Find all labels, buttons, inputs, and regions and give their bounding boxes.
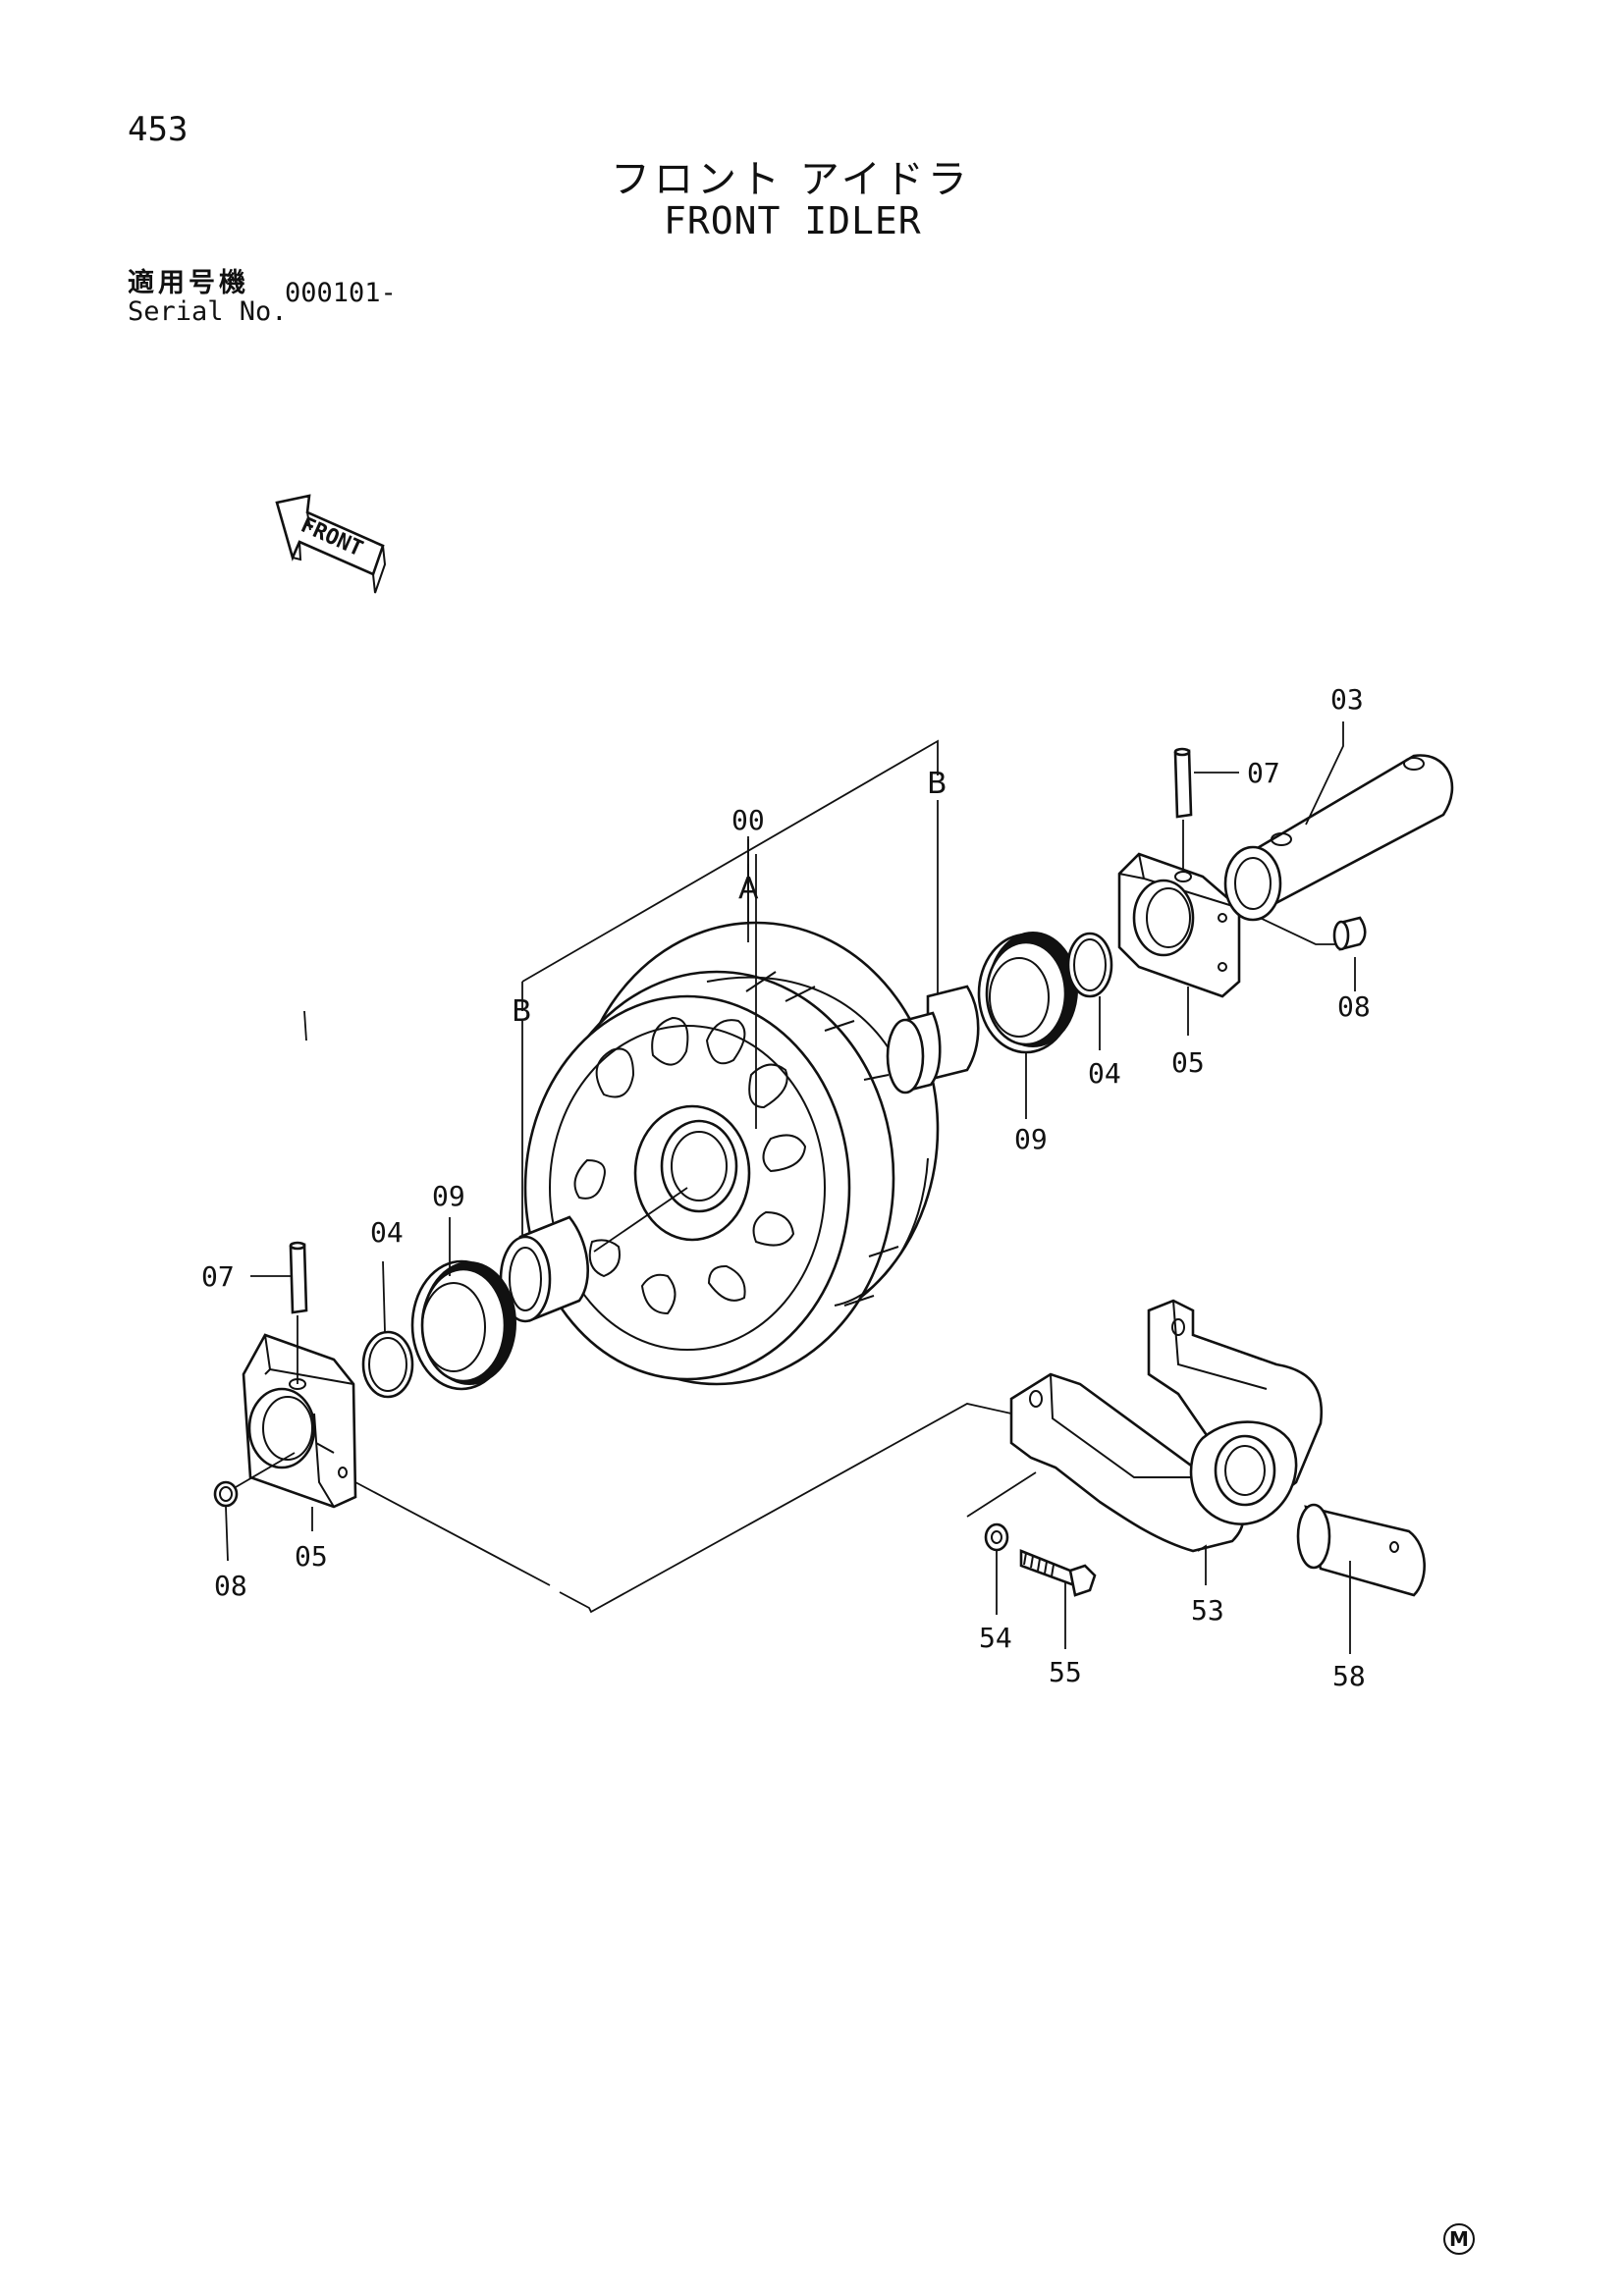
bracket-right	[1117, 852, 1241, 998]
plug-right	[1238, 907, 1367, 951]
seal-right	[977, 932, 1078, 1054]
leader-lines	[225, 721, 1356, 1614]
part-label-yoke: 53	[1191, 1594, 1224, 1627]
part-label-seal-left: 09	[432, 1180, 465, 1212]
part-label-washer: 54	[979, 1622, 1012, 1654]
assembly-group-lines	[521, 739, 939, 1247]
part-label-plug-right: 08	[1337, 990, 1371, 1023]
part-label-pin-right: 03	[1330, 683, 1364, 716]
part-label-bracket-left: 05	[295, 1540, 328, 1573]
part-label-spring-pin-left: 07	[201, 1260, 235, 1293]
page-title-japanese: フロント アイドラ	[611, 157, 971, 202]
pin-right	[1223, 754, 1454, 922]
serial-label-japanese: 適用号機	[128, 268, 249, 298]
part-label-bracket-right: 05	[1171, 1046, 1205, 1079]
bracket-left	[242, 1333, 357, 1509]
bushing-left	[499, 1215, 590, 1323]
spring-pin-right	[1173, 747, 1193, 869]
group-label-a: A	[738, 872, 759, 906]
spring-pin-left	[289, 1241, 308, 1384]
part-label-assembly: 00	[731, 804, 765, 836]
washer	[966, 1471, 1037, 1615]
part-label-o-ring-left: 04	[370, 1216, 404, 1249]
yoke	[1009, 1299, 1324, 1585]
part-label-spring-pin-right: 07	[1247, 757, 1280, 789]
group-label-b-left: B	[512, 994, 532, 1029]
page-title-english: FRONT IDLER	[664, 199, 922, 242]
manufacturer-mark-icon: M	[1443, 2223, 1475, 2255]
serial-number-value: 000101-	[285, 278, 397, 308]
part-label-o-ring-right: 04	[1088, 1057, 1121, 1090]
group-label-b-right: B	[927, 767, 947, 801]
plug-left	[213, 1452, 296, 1508]
front-direction-arrow-icon: FRONT	[275, 494, 387, 594]
part-label-plug-left: 08	[214, 1570, 247, 1602]
o-ring-right	[1066, 932, 1113, 998]
o-ring-left	[361, 1330, 414, 1399]
part-label-seal-right: 09	[1014, 1123, 1048, 1155]
part-label-pin-yoke: 58	[1332, 1660, 1366, 1692]
bolt	[1019, 1549, 1097, 1649]
part-labels: 00 A B B 03 07 08 05 04 09 04 09 07 08 0…	[201, 683, 1371, 1692]
serial-label-english: Serial No.	[128, 296, 288, 327]
page-number: 453	[128, 110, 189, 149]
bushing-right	[886, 985, 980, 1095]
idler-wheel	[523, 921, 940, 1386]
part-label-bolt: 55	[1049, 1656, 1082, 1688]
seal-left	[410, 1259, 516, 1391]
pin-yoke	[1296, 1503, 1426, 1654]
